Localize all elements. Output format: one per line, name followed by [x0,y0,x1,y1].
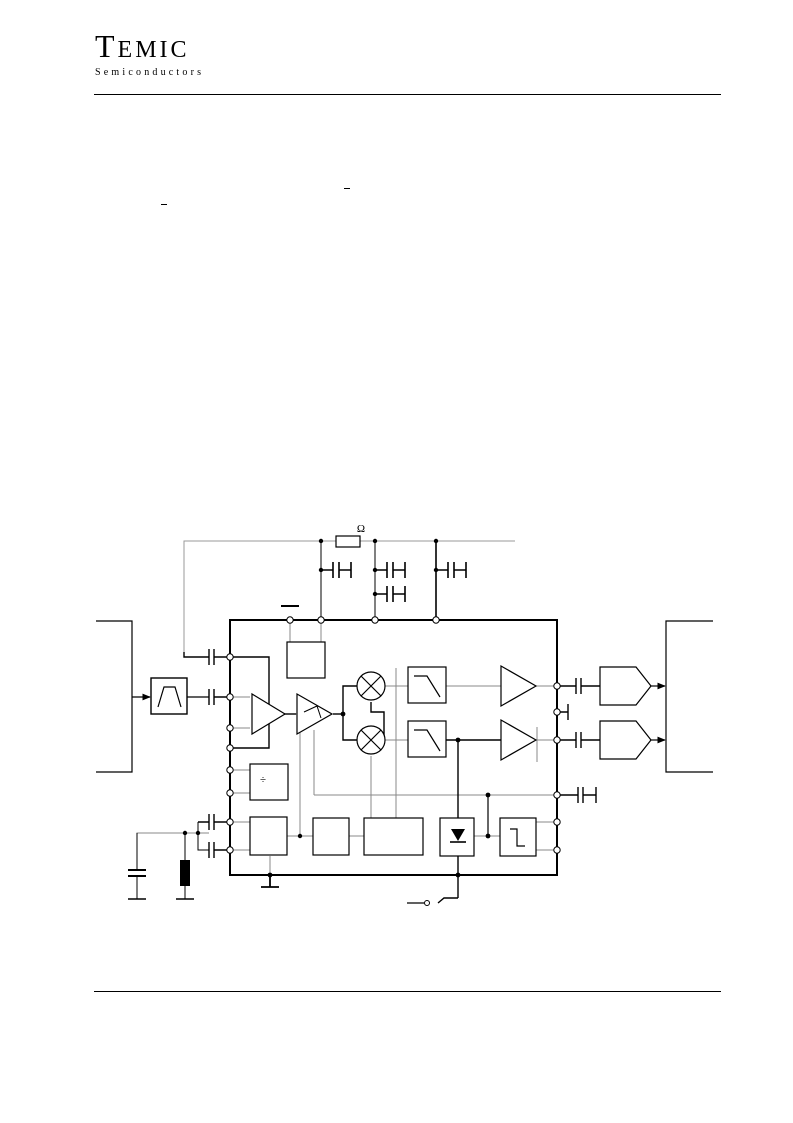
agc-amplifier [296,692,334,736]
logo-wordmark: TEMIC [95,30,204,63]
supply-junctions [318,538,439,597]
divider-block [249,763,289,801]
ic-ground [261,875,279,888]
bandpass-filter [150,677,188,715]
output-buffer-q [599,720,652,760]
overline-mark [344,188,350,189]
output-amplifier-q [500,718,538,762]
header-rule [94,94,721,95]
mixer-q [356,725,386,755]
ic-pins [226,616,561,854]
lowpass-icon [414,729,441,752]
divider-symbol: ÷ [260,774,266,786]
lna-amplifier [251,692,287,736]
lowpass-icon [414,675,441,698]
supply-line [183,540,515,652]
hysteresis-icon [510,828,525,847]
overline-mark [161,204,167,205]
mixer-i [356,671,386,701]
supply-resistor [335,535,361,548]
synthesizer-block [312,817,350,856]
bandpass-icon [157,686,182,708]
temic-logo: TEMIC Semiconductors [95,30,205,78]
internal-junctions [267,711,491,878]
regulator-block [286,641,326,679]
agc-icon [303,705,322,719]
logo-subtitle: Semiconductors [95,67,205,78]
internal-wiring [232,620,557,875]
bias-capacitor [183,649,230,665]
switch [407,900,430,906]
phase-shifter-block [363,817,424,856]
output-connector [665,620,713,773]
lowpass-filter-i [407,666,447,704]
external-junctions [182,830,201,836]
output-amplifier-i [500,664,538,708]
loop-filter-network [128,814,230,900]
oscillator-block [249,816,288,856]
output-buffer-i [599,666,652,706]
footer-rule [94,991,721,992]
logo-rest: EMIC [117,37,190,63]
resistor-unit-label: Ω [357,523,365,535]
supply-verticals [320,541,437,620]
lowpass-filter-q [407,720,447,758]
logo-initial: T [95,28,118,64]
diode-icon [450,829,466,843]
comparator-block [499,817,537,857]
input-connector [96,620,133,773]
decoupling-capacitors [321,562,467,602]
output-capacitors [557,678,600,803]
